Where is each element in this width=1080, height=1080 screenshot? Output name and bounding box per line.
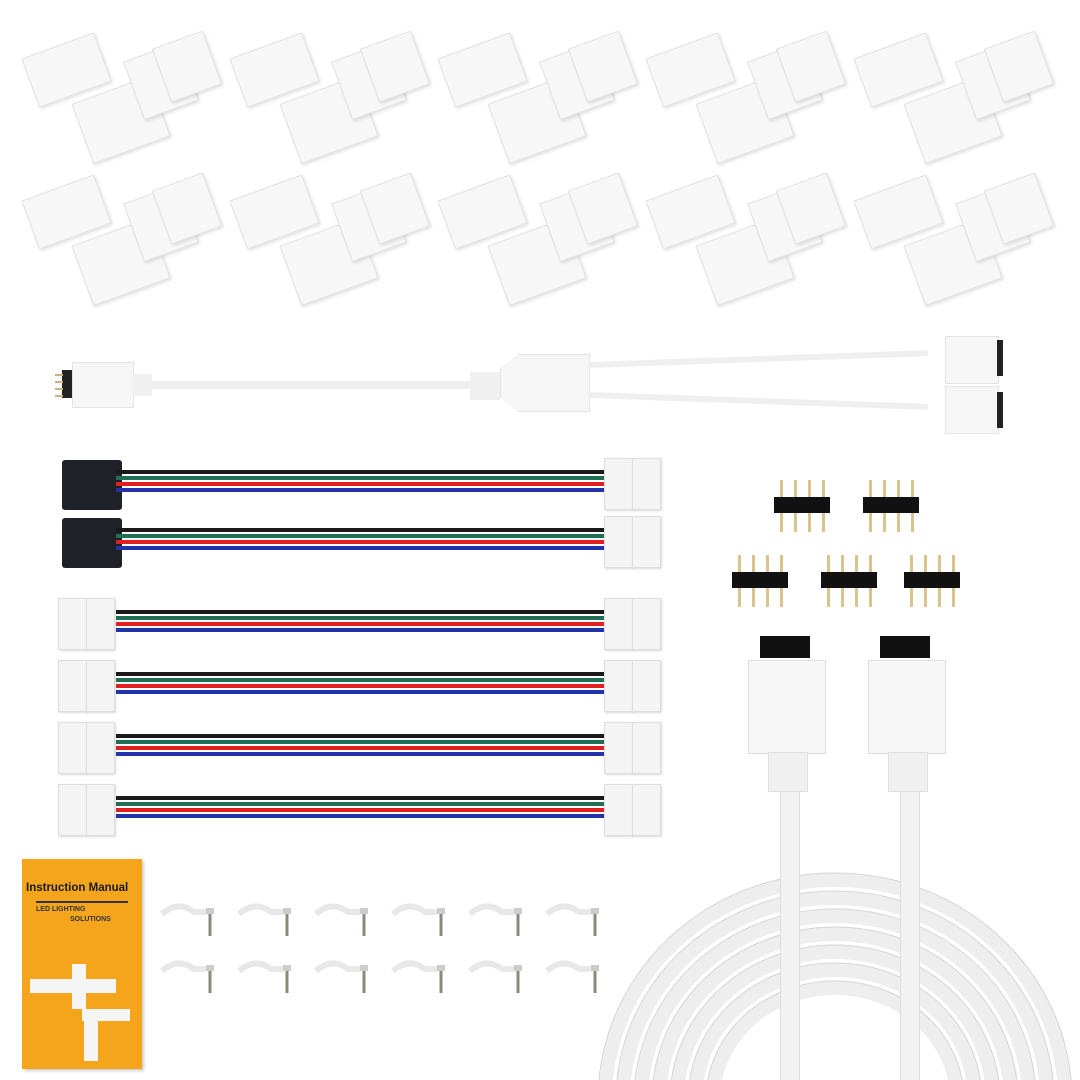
mounting-clip xyxy=(160,900,230,940)
l-connector xyxy=(436,30,639,165)
pin-header xyxy=(732,555,790,607)
pin-header xyxy=(863,480,921,532)
mounting-clip xyxy=(160,957,230,997)
manual-line1: LED LIGHTING xyxy=(36,906,86,913)
mounting-clip xyxy=(314,957,384,997)
l-connector xyxy=(228,172,431,307)
manual-title: Instruction Manual xyxy=(26,882,129,894)
mounting-clip xyxy=(545,957,615,997)
l-connector xyxy=(20,30,223,165)
l-connector xyxy=(852,30,1055,165)
mounting-clip xyxy=(314,900,384,940)
mounting-clip xyxy=(237,900,307,940)
manual-line2: SOLUTIONS xyxy=(70,916,111,923)
l-connector xyxy=(20,172,223,307)
mounting-clip xyxy=(545,900,615,940)
l-connector xyxy=(436,172,639,307)
mounting-clip xyxy=(237,957,307,997)
l-connector xyxy=(852,172,1055,307)
mounting-clip xyxy=(468,900,538,940)
l-connector xyxy=(644,172,847,307)
pin-header xyxy=(904,555,962,607)
pin-header xyxy=(774,480,832,532)
mounting-clip xyxy=(391,957,461,997)
instruction-manual: Instruction Manual LED LIGHTING SOLUTION… xyxy=(22,859,142,1069)
pin-header xyxy=(821,555,879,607)
mounting-clip xyxy=(391,900,461,940)
mounting-clip xyxy=(468,957,538,997)
l-connector xyxy=(228,30,431,165)
l-connector xyxy=(644,30,847,165)
